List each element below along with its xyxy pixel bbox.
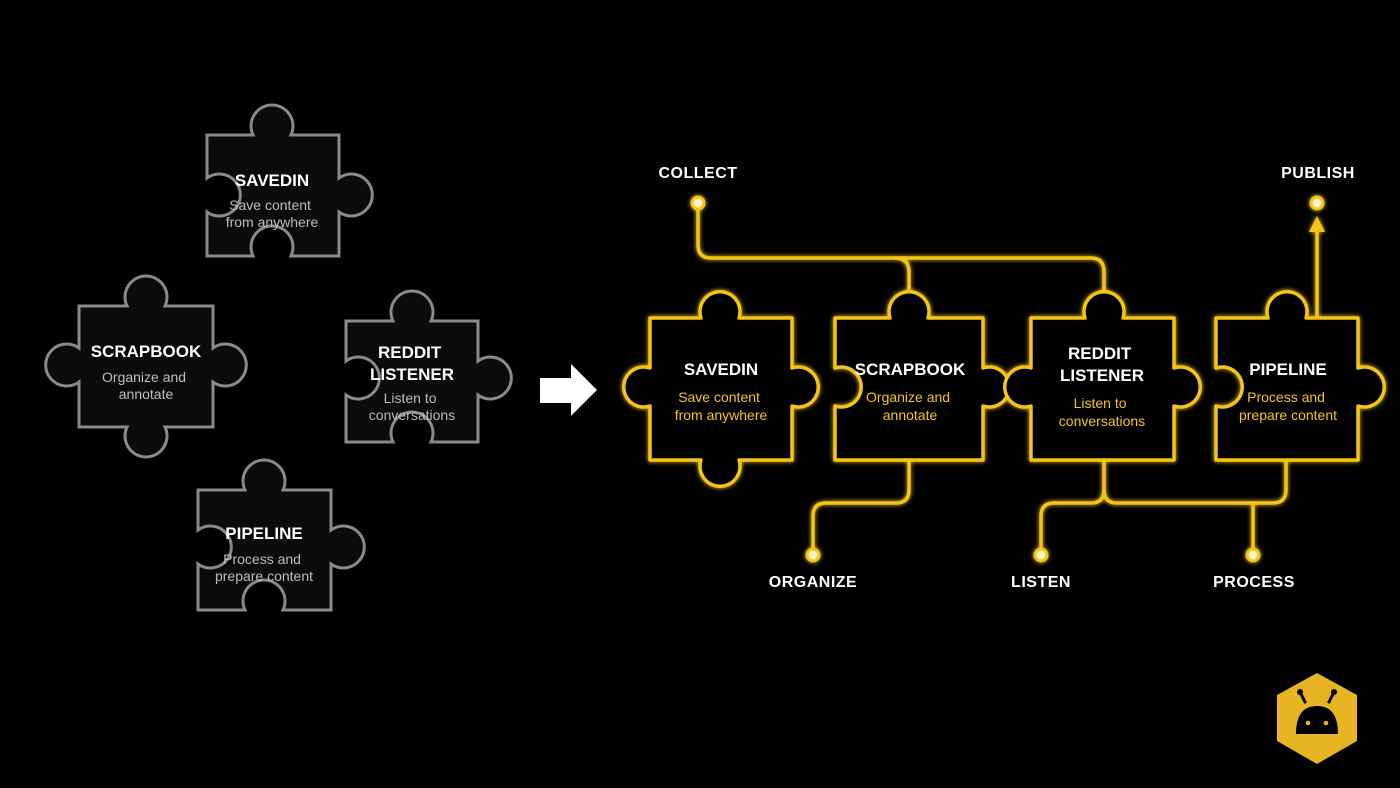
label-listen: LISTEN (1011, 574, 1071, 591)
transform-arrow-icon (540, 364, 597, 416)
collect-connector (696, 203, 911, 292)
before-scrapbook-title: SCRAPBOOK (91, 342, 202, 361)
connector-lines (696, 203, 1319, 555)
before-scrapbook-subtitle: Organize and annotate (102, 369, 190, 402)
robot-head-icon (1296, 689, 1338, 734)
organize-dot (805, 547, 821, 563)
before-pipeline-subtitle: Process and prepare content (215, 551, 313, 584)
after-savedin-subtitle: Save content from anywhere (675, 389, 768, 423)
process-connector (1102, 460, 1288, 505)
before-pipeline-title: PIPELINE (225, 524, 302, 543)
after-pipeline-subtitle: Process and prepare content (1239, 389, 1337, 423)
after-group (622, 195, 1386, 563)
label-organize: ORGANIZE (769, 574, 857, 591)
publish-arrowhead-icon (1309, 216, 1325, 232)
before-reddit-subtitle: Listen to conversations (369, 390, 455, 423)
collect-dot (690, 195, 706, 211)
label-collect: COLLECT (658, 165, 737, 182)
after-piece-savedin (622, 290, 820, 488)
before-savedin-title: SAVEDIN (235, 171, 309, 190)
listen-connector (1039, 460, 1106, 555)
after-scrapbook-subtitle: Organize and annotate (866, 389, 954, 423)
after-piece-reddit-listener (1003, 290, 1202, 462)
organize-connector (811, 460, 911, 555)
before-piece-scrapbook: SCRAPBOOK Organize and annotate (44, 274, 248, 459)
after-scrapbook-title: SCRAPBOOK (855, 360, 966, 379)
after-text: SAVEDIN Save content from anywhere SCRAP… (658, 165, 1354, 591)
process-dot (1245, 547, 1261, 563)
after-piece-pipeline (1214, 290, 1386, 462)
before-savedin-subtitle: Save content from anywhere (226, 197, 319, 230)
after-reddit-title: REDDIT LISTENER (1060, 344, 1144, 385)
before-piece-savedin: SAVEDIN Save content from anywhere (205, 103, 374, 258)
collect-connector-branch (895, 256, 1106, 292)
after-reddit-subtitle: Listen to conversations (1059, 395, 1145, 429)
after-pipeline-title: PIPELINE (1249, 360, 1326, 379)
publish-dot (1309, 195, 1325, 211)
listen-dot (1033, 547, 1049, 563)
label-process: PROCESS (1213, 574, 1295, 591)
label-publish: PUBLISH (1281, 165, 1355, 182)
before-group: SAVEDIN Save content from anywhere SCRAP… (44, 103, 513, 612)
before-piece-reddit-listener: REDDIT LISTENER Listen to conversations (344, 289, 513, 444)
endpoint-dots (690, 195, 1325, 563)
after-savedin-title: SAVEDIN (684, 360, 758, 379)
before-reddit-title: REDDIT LISTENER (370, 343, 454, 384)
brand-logo (1277, 673, 1357, 764)
before-piece-pipeline: PIPELINE Process and prepare content (196, 458, 366, 612)
